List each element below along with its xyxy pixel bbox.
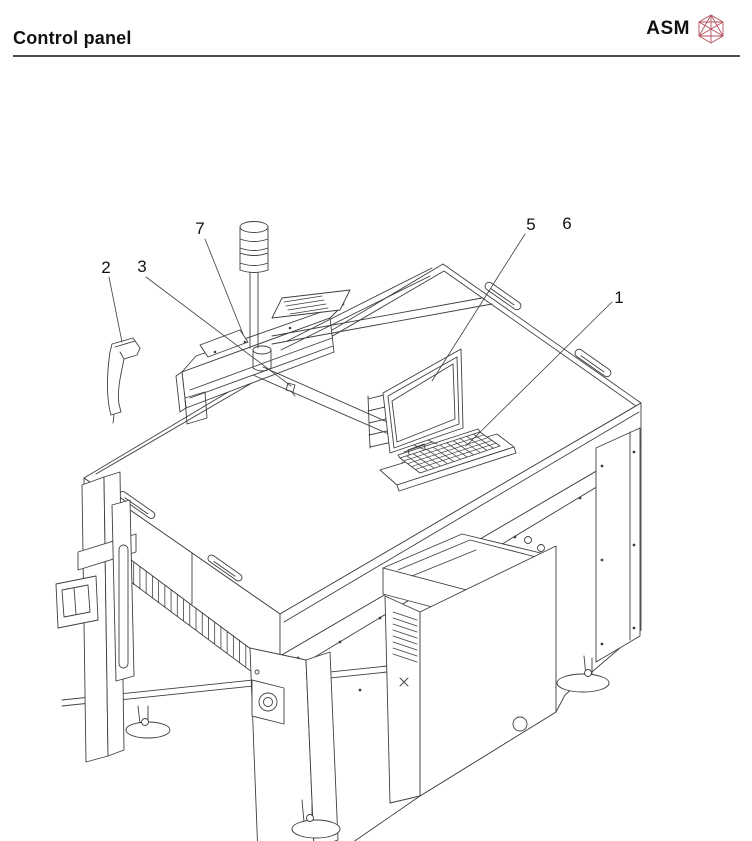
cabinet-module bbox=[382, 533, 557, 804]
keyboard-key-columns bbox=[406, 433, 494, 471]
page-title: Control panel bbox=[13, 28, 132, 48]
signal-tower-pole bbox=[249, 271, 259, 349]
gantry-vent-slots bbox=[283, 295, 329, 315]
hand-scanner bbox=[107, 337, 141, 424]
signal-tower-segments bbox=[239, 238, 269, 273]
leader-7 bbox=[204, 238, 244, 335]
center-leg-side bbox=[305, 651, 339, 841]
right-foot-bolt bbox=[584, 669, 592, 677]
gantry-bracket-plate bbox=[199, 329, 249, 358]
leader-lines bbox=[108, 233, 613, 447]
gantry-rail-track bbox=[189, 337, 334, 399]
leader-2 bbox=[108, 276, 123, 343]
left-leg-assembly bbox=[55, 471, 171, 763]
center-foot-bolt bbox=[306, 814, 314, 822]
gantry-assembly bbox=[175, 267, 493, 453]
gantry-rail-lower bbox=[271, 297, 493, 345]
center-leg-front bbox=[249, 647, 315, 841]
cabinet-shelf-detail bbox=[397, 539, 541, 577]
tower-mount-top bbox=[252, 345, 272, 355]
cabinet-top-hole-2 bbox=[537, 544, 545, 552]
title-rule bbox=[13, 55, 740, 57]
left-foot-stem bbox=[137, 705, 149, 725]
gantry-lower-bracket bbox=[184, 391, 208, 425]
cabinet-vent-grille bbox=[392, 611, 418, 663]
center-leg-latch-inner bbox=[263, 697, 273, 707]
callout-3: 3 bbox=[137, 257, 146, 276]
leader-5 bbox=[431, 233, 526, 382]
keyboard-back-edge bbox=[397, 428, 481, 459]
tower-mount-side bbox=[252, 349, 272, 369]
right-leg-screws bbox=[600, 450, 636, 646]
signal-tower-cap bbox=[239, 221, 269, 233]
cable-hook bbox=[285, 382, 296, 397]
tower-mount-bottom bbox=[252, 367, 272, 372]
cabinet-front-face bbox=[419, 545, 557, 797]
rim-band-inner-line bbox=[283, 411, 640, 623]
callout-5: 5 bbox=[526, 215, 535, 234]
callout-1: 1 bbox=[614, 288, 623, 307]
left-slide-slot bbox=[118, 544, 129, 669]
left-clamp-block bbox=[55, 575, 99, 629]
cover-handle-slot-left-2 bbox=[207, 554, 243, 582]
brand-logo-text: ASM bbox=[646, 18, 690, 39]
center-leg-assembly bbox=[249, 647, 341, 841]
hand-scanner-detail bbox=[112, 340, 136, 424]
leader-1 bbox=[465, 301, 613, 447]
cover-handle-slot-right-2 bbox=[574, 348, 612, 378]
center-leg-latch bbox=[258, 692, 278, 712]
right-leg-panel bbox=[595, 427, 641, 663]
top-cover-bevel-line bbox=[95, 270, 637, 475]
gantry-screws bbox=[213, 326, 292, 354]
right-foot-plate bbox=[556, 673, 610, 693]
keyboard-tray-lip bbox=[396, 446, 517, 492]
keyboard-tray-group bbox=[379, 428, 517, 492]
leader-3 bbox=[145, 276, 292, 387]
cover-handle-slot-right-1 bbox=[484, 281, 522, 311]
center-leg-screw bbox=[254, 669, 260, 675]
cabinet-top-hole-1 bbox=[524, 536, 532, 544]
cabinet-warning-mark bbox=[399, 677, 409, 687]
callout-2: 2 bbox=[101, 258, 110, 277]
monitor-side-vents bbox=[367, 394, 389, 449]
monitor-screen bbox=[391, 363, 456, 443]
left-clamp-detail bbox=[61, 584, 91, 618]
signal-tower bbox=[239, 221, 269, 349]
right-leg-assembly bbox=[556, 427, 641, 693]
left-foot-bolt bbox=[141, 718, 149, 726]
hand-scanner-body bbox=[107, 337, 141, 416]
callout-6: 6 bbox=[562, 214, 571, 233]
brand-logo: ASM bbox=[646, 13, 726, 45]
callout-numbers: 1 2 3 5 6 7 bbox=[101, 214, 623, 307]
cabinet-front-hole bbox=[512, 716, 528, 732]
asm-gem-icon bbox=[698, 14, 724, 44]
gantry-vent-box bbox=[271, 289, 351, 319]
center-foot-plate bbox=[291, 819, 341, 839]
callout-7: 7 bbox=[195, 219, 204, 238]
